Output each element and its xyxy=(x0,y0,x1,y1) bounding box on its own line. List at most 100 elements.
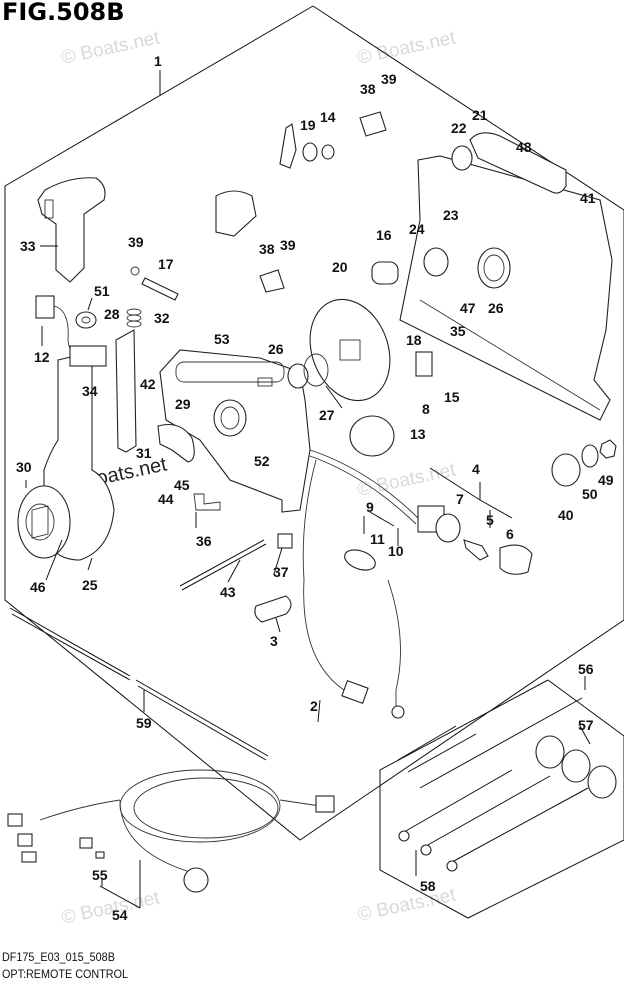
main-harness-part xyxy=(7,769,335,893)
callout-52: 52 xyxy=(254,453,270,469)
leader-lines xyxy=(25,70,591,909)
callout-32: 32 xyxy=(154,310,170,326)
callout-55: 55 xyxy=(92,867,108,883)
washer-14-part xyxy=(321,144,335,160)
buzzer-part xyxy=(349,415,395,457)
control-housing-part xyxy=(159,349,311,513)
long-bolt-part xyxy=(398,769,589,872)
fuse-part xyxy=(95,851,105,859)
callout-13: 13 xyxy=(410,426,426,442)
callout-39: 39 xyxy=(381,71,397,87)
trim-switch-part xyxy=(35,295,107,367)
callout-34: 34 xyxy=(82,383,98,399)
callout-10: 10 xyxy=(388,543,404,559)
nut-part xyxy=(599,439,617,459)
callout-1: 1 xyxy=(154,53,162,69)
callout-6: 6 xyxy=(506,526,514,542)
callout-36: 36 xyxy=(196,533,212,549)
cable-end-part xyxy=(359,111,387,137)
callout-26b: 26 xyxy=(488,300,504,316)
callout-26: 26 xyxy=(268,341,284,357)
callout-21: 21 xyxy=(472,107,488,123)
spacer-part xyxy=(535,735,617,799)
bolt-part xyxy=(179,539,265,587)
neutral-switch-part xyxy=(415,351,433,377)
side-cover-part xyxy=(399,155,613,421)
bushing-part xyxy=(287,363,309,389)
callout-30: 30 xyxy=(16,459,32,475)
handle-grip-part xyxy=(37,177,106,283)
callout-14: 14 xyxy=(320,109,336,125)
callout-58: 58 xyxy=(420,878,436,894)
callout-8: 8 xyxy=(422,401,430,417)
gear-housing-part xyxy=(309,298,391,402)
clamp-part xyxy=(277,533,293,549)
callout-51: 51 xyxy=(94,283,110,299)
lanyard-part xyxy=(387,579,401,706)
callout-40: 40 xyxy=(558,507,574,523)
callout-7: 7 xyxy=(456,491,464,507)
callout-39b: 39 xyxy=(128,234,144,250)
callout-43: 43 xyxy=(220,584,236,600)
stop-switch-part xyxy=(344,549,376,571)
callout-2: 2 xyxy=(310,698,318,714)
callout-50: 50 xyxy=(582,486,598,502)
callout-37: 37 xyxy=(273,564,289,580)
callout-3: 3 xyxy=(270,633,278,649)
drawing-code: DF175_E03_015_508B xyxy=(2,950,115,964)
callout-12: 12 xyxy=(34,349,50,365)
callout-25: 25 xyxy=(82,577,98,593)
callout-22: 22 xyxy=(451,120,467,136)
callout-19: 19 xyxy=(300,117,316,133)
cushion-part xyxy=(551,453,581,487)
control-handle-part xyxy=(17,351,115,561)
callout-56: 56 xyxy=(578,661,594,677)
callout-16: 16 xyxy=(376,227,392,243)
detent-gear-part xyxy=(423,247,449,277)
spring-part xyxy=(126,308,142,328)
clip-part xyxy=(193,493,221,511)
lever-part xyxy=(279,123,297,169)
cable-end-part xyxy=(259,269,285,293)
callout-44: 44 xyxy=(158,491,174,507)
throttle-arm-part xyxy=(157,423,195,463)
callout-48: 48 xyxy=(516,139,532,155)
callout-49: 49 xyxy=(598,472,614,488)
callout-labels: 1 2 3 4 5 6 7 8 9 10 11 12 13 14 15 16 1… xyxy=(16,53,614,923)
callout-39c: 39 xyxy=(280,237,296,253)
washer-part xyxy=(75,311,97,329)
callout-47: 47 xyxy=(460,300,476,316)
callout-17: 17 xyxy=(158,256,174,272)
figure-title: FIG.508B xyxy=(2,0,125,26)
callout-45: 45 xyxy=(174,477,190,493)
callout-20: 20 xyxy=(332,259,348,275)
callout-42: 42 xyxy=(140,376,156,392)
callout-57: 57 xyxy=(578,717,594,733)
callout-35: 35 xyxy=(450,323,466,339)
callout-4: 4 xyxy=(472,461,480,477)
washer-50-part xyxy=(581,444,599,468)
callout-31: 31 xyxy=(136,445,152,461)
pin-part xyxy=(141,277,179,301)
callout-24: 24 xyxy=(409,221,425,237)
cable-tie-part xyxy=(397,697,583,789)
callout-28: 28 xyxy=(104,306,120,322)
callout-41: 41 xyxy=(580,190,596,206)
callout-54: 54 xyxy=(112,907,128,923)
section-name: OPT:REMOTE CONTROL xyxy=(2,967,129,981)
bracket-upper-part xyxy=(215,190,257,237)
callout-53: 53 xyxy=(214,331,230,347)
callout-59: 59 xyxy=(136,715,152,731)
assembly-frame xyxy=(4,5,624,841)
seal-part xyxy=(451,145,473,171)
control-cable-part xyxy=(9,607,269,761)
bracket-part xyxy=(254,595,292,623)
switch-cap-part xyxy=(499,544,533,575)
callout-46: 46 xyxy=(30,579,46,595)
kit-frame xyxy=(379,679,624,919)
harness-lead-part xyxy=(302,459,345,691)
callout-5: 5 xyxy=(486,512,494,528)
callout-29: 29 xyxy=(175,396,191,412)
